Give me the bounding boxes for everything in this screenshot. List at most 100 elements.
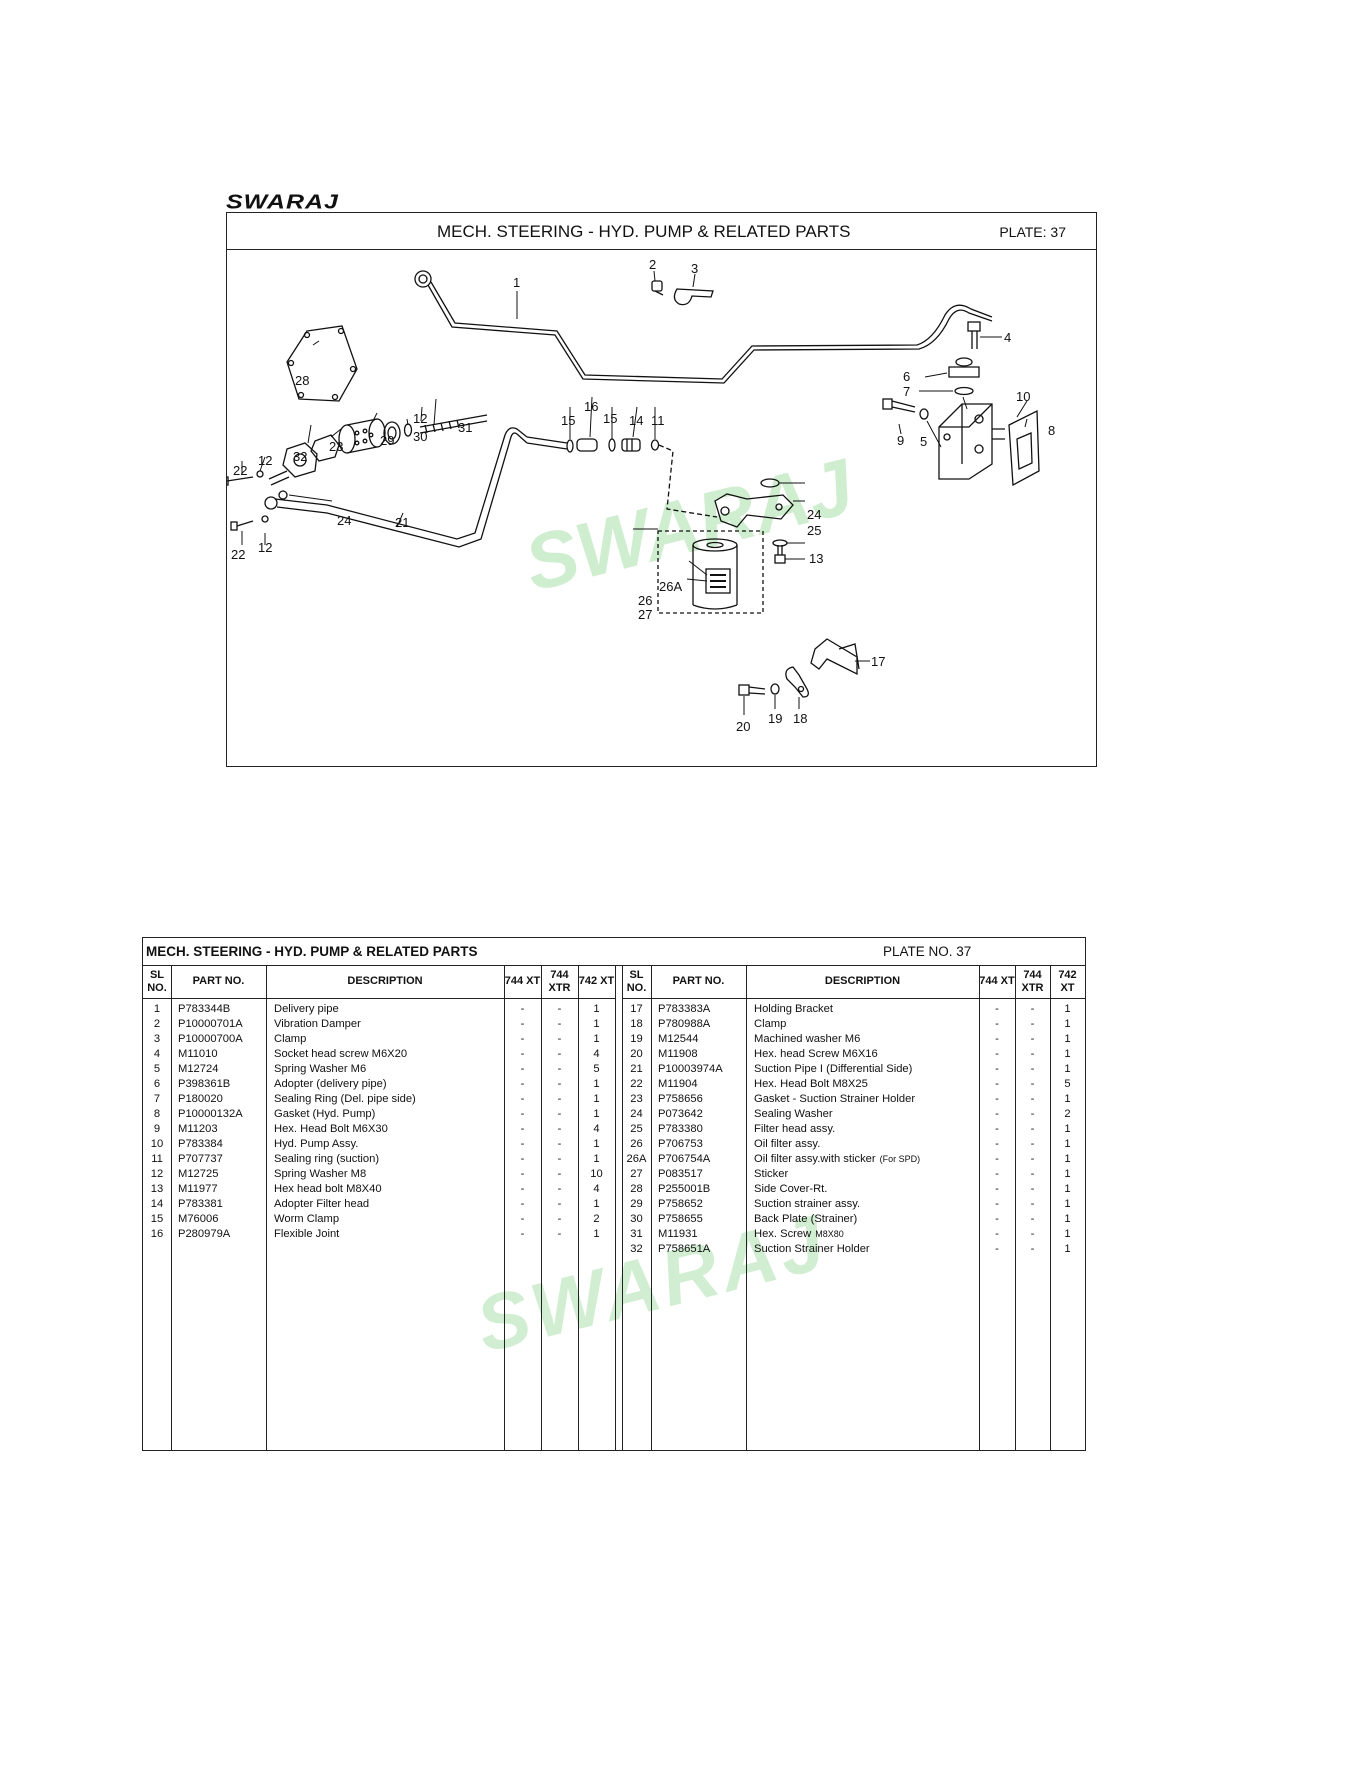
back-plate-30 <box>383 421 401 445</box>
cell-m2: - <box>1030 1153 1035 1165</box>
cell-desc: Suction Pipe I (Differential Side) <box>754 1063 913 1075</box>
cell-sl: 15 <box>150 1213 164 1225</box>
cell-desc: Suction strainer assy. <box>754 1198 861 1210</box>
col-part-right: PART NO. <box>651 965 746 999</box>
col-sl-right: SL NO. <box>622 965 651 999</box>
washer-12-a <box>403 423 413 437</box>
cell-desc: Sealing Ring (Del. pipe side) <box>274 1093 416 1105</box>
side-cover-28 <box>286 325 358 402</box>
clamp-18 <box>785 666 809 698</box>
cell-m2: - <box>1030 1093 1035 1105</box>
cell-sl: 26A <box>626 1153 647 1165</box>
callout-13: 13 <box>809 551 823 566</box>
cell-sl: 21 <box>630 1063 643 1075</box>
cell-m2: - <box>557 1018 562 1030</box>
cell-part: P398361B <box>178 1078 231 1090</box>
callout-30: 30 <box>413 429 427 444</box>
cell-m3: 1 <box>593 1018 600 1030</box>
cell-m1: - <box>995 1138 999 1150</box>
cell-m2: - <box>557 1078 562 1090</box>
cell-desc: Vibration Damper <box>274 1018 361 1030</box>
cell-sl: 2 <box>153 1018 161 1030</box>
cell-m1: - <box>520 1138 525 1150</box>
cell-m1: - <box>520 1153 525 1165</box>
hex-screw-20 <box>738 684 766 696</box>
cell-desc: Adopter Filter head <box>274 1198 370 1210</box>
cell-m2: - <box>1030 1078 1035 1090</box>
cell-part: M12544 <box>658 1033 699 1045</box>
cell-m2: - <box>557 1003 562 1015</box>
callout-9: 9 <box>897 433 904 448</box>
cell-part: P083517 <box>658 1168 703 1180</box>
callout-29: 29 <box>380 433 394 448</box>
suction-pipe-21 <box>264 427 528 548</box>
cell-part: P10000701A <box>178 1018 243 1030</box>
cell-m3: 5 <box>1064 1078 1071 1090</box>
callout-26A: 26A <box>659 579 682 594</box>
cell-m2: - <box>557 1108 562 1120</box>
cell-sl: 28 <box>630 1183 643 1195</box>
callout-12-b: 12 <box>258 540 272 555</box>
col-desc-left: DESCRIPTION <box>266 965 504 999</box>
cell-desc: Clamp <box>754 1018 787 1030</box>
cell-sl: 5 <box>153 1063 161 1075</box>
cell-sl: 32 <box>630 1243 643 1255</box>
cell-desc: Filter head assy. <box>754 1123 836 1135</box>
callout-5: 5 <box>920 434 927 449</box>
cell-part: M11977 <box>178 1183 218 1195</box>
exploded-parts-diagram: SWARAJ <box>227 257 1055 734</box>
cell-m2: - <box>557 1213 562 1225</box>
hose-section <box>526 436 568 450</box>
cell-desc: Side Cover-Rt. <box>754 1183 828 1195</box>
callout-25: 25 <box>807 523 821 538</box>
cell-m2: - <box>557 1033 562 1045</box>
cell-m1: - <box>520 1108 525 1120</box>
cell-m1: - <box>520 1048 525 1060</box>
cell-m3: 1 <box>1064 1018 1071 1030</box>
cell-sl: 22 <box>630 1078 643 1090</box>
callout-7: 7 <box>903 384 910 399</box>
cell-m3: 4 <box>593 1048 600 1060</box>
parts-table: MECH. STEERING - HYD. PUMP & RELATED PAR… <box>142 937 1086 1451</box>
cell-m3: 1 <box>1064 1228 1071 1240</box>
cell-sl: 13 <box>150 1183 164 1195</box>
cell-part: P758656 <box>658 1093 703 1105</box>
cell-part: P10000700A <box>178 1033 243 1045</box>
cell-desc: Adopter (delivery pipe) <box>274 1078 387 1090</box>
cell-m2: - <box>1030 1063 1035 1075</box>
cell-desc: Socket head screw M6X20 <box>274 1048 408 1060</box>
cell-m1: - <box>520 1123 525 1135</box>
cell-part: M12724 <box>178 1063 219 1075</box>
col-744xt-right: 744 XT <box>979 965 1015 999</box>
cell-m2: - <box>1030 1138 1035 1150</box>
cell-desc: Machined washer M6 <box>754 1033 861 1045</box>
cell-desc: Hex head bolt M8X40 <box>274 1183 382 1195</box>
cell-m3: 1 <box>1064 1168 1071 1180</box>
cell-desc: Oil filter assy.with sticker(For SPD) <box>754 1153 921 1165</box>
cell-m2: - <box>557 1168 562 1180</box>
callout-18: 18 <box>793 711 807 726</box>
cell-m1: - <box>995 1198 999 1210</box>
cell-m2: - <box>1030 1048 1035 1060</box>
callouts: 1 2 3 4 5 6 7 8 9 10 11 12 12 12 13 14 1… <box>231 257 1055 734</box>
cell-m3: 1 <box>1064 1183 1071 1195</box>
cell-desc: Spring Washer M8 <box>274 1168 367 1180</box>
cell-sl: 26 <box>630 1138 643 1150</box>
sealing-ring-11 <box>650 439 660 451</box>
cell-m1: - <box>520 1093 525 1105</box>
cell-m2: - <box>557 1048 562 1060</box>
cell-m1: - <box>995 1048 999 1060</box>
cell-m1: - <box>995 1228 999 1240</box>
cell-part: P255001B <box>658 1183 711 1195</box>
oil-filter-26A-box <box>657 530 764 614</box>
dashed-leader <box>658 444 718 518</box>
oil-filter-26 <box>692 538 738 610</box>
cell-desc: Holding Bracket <box>754 1003 833 1015</box>
cell-part: M11010 <box>178 1048 218 1060</box>
cell-sl: 4 <box>153 1048 161 1060</box>
cell-m1: - <box>995 1123 999 1135</box>
cell-sl: 18 <box>630 1018 643 1030</box>
table-plate-number: PLATE NO. 37 <box>883 944 972 959</box>
cell-m1: - <box>995 1078 999 1090</box>
